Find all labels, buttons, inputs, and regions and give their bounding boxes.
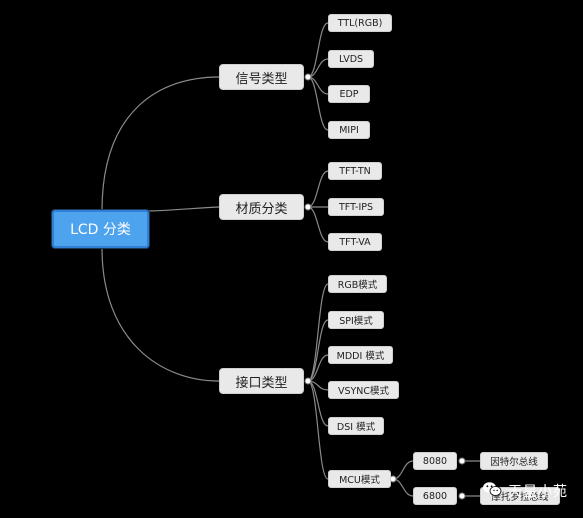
category-material[interactable]: 材质分类: [219, 194, 304, 220]
collapse-dot-8080[interactable]: [458, 457, 466, 465]
link-root-material: [148, 206, 220, 212]
collapse-dot-interface[interactable]: [304, 377, 312, 385]
leaf-vsync-mode[interactable]: VSYNC模式: [328, 381, 399, 399]
leaf-mipi[interactable]: MIPI: [328, 121, 370, 139]
leaf-dsi-mode[interactable]: DSI 模式: [328, 417, 384, 435]
leaf-tft-ips[interactable]: TFT-IPS: [328, 198, 384, 216]
leaf-6800[interactable]: 6800: [413, 487, 457, 505]
link-mcu-6800: [392, 478, 414, 497]
watermark-text: 天星小苑: [508, 484, 568, 500]
leaf-spi-mode[interactable]: SPI模式: [328, 311, 384, 329]
leaf-edp[interactable]: EDP: [328, 85, 370, 103]
leaf-mcu-mode[interactable]: MCU模式: [328, 470, 391, 488]
link-interface-1: [307, 283, 329, 382]
link-root-signal: [101, 76, 220, 212]
leaf-tft-tn[interactable]: TFT-TN: [328, 162, 382, 180]
leaf-lvds[interactable]: LVDS: [328, 50, 374, 68]
leaf-ttl-rgb[interactable]: TTL(RGB): [328, 14, 392, 32]
wechat-logo-icon: [482, 481, 502, 501]
leaf-8080[interactable]: 8080: [413, 452, 457, 470]
collapse-dot-6800[interactable]: [458, 492, 466, 500]
leaf-tft-va[interactable]: TFT-VA: [328, 233, 382, 251]
category-signal-type[interactable]: 信号类型: [219, 64, 304, 90]
watermark: 天星小苑: [482, 480, 568, 502]
link-material-3: [307, 206, 329, 243]
leaf-rgb-mode[interactable]: RGB模式: [328, 275, 387, 293]
collapse-dot-material[interactable]: [304, 203, 312, 211]
link-interface-6: [307, 380, 329, 480]
link-material-1: [307, 170, 329, 208]
link-root-interface: [101, 247, 220, 382]
collapse-dot-signal[interactable]: [304, 73, 312, 81]
link-mcu-8080: [392, 460, 414, 480]
root-node[interactable]: LCD 分类: [52, 210, 149, 248]
leaf-mddi-mode[interactable]: MDDI 模式: [328, 346, 393, 364]
leaf-intel-bus[interactable]: 因特尔总线: [480, 452, 548, 470]
link-interface-5: [307, 380, 329, 427]
category-interface-type[interactable]: 接口类型: [219, 368, 304, 394]
